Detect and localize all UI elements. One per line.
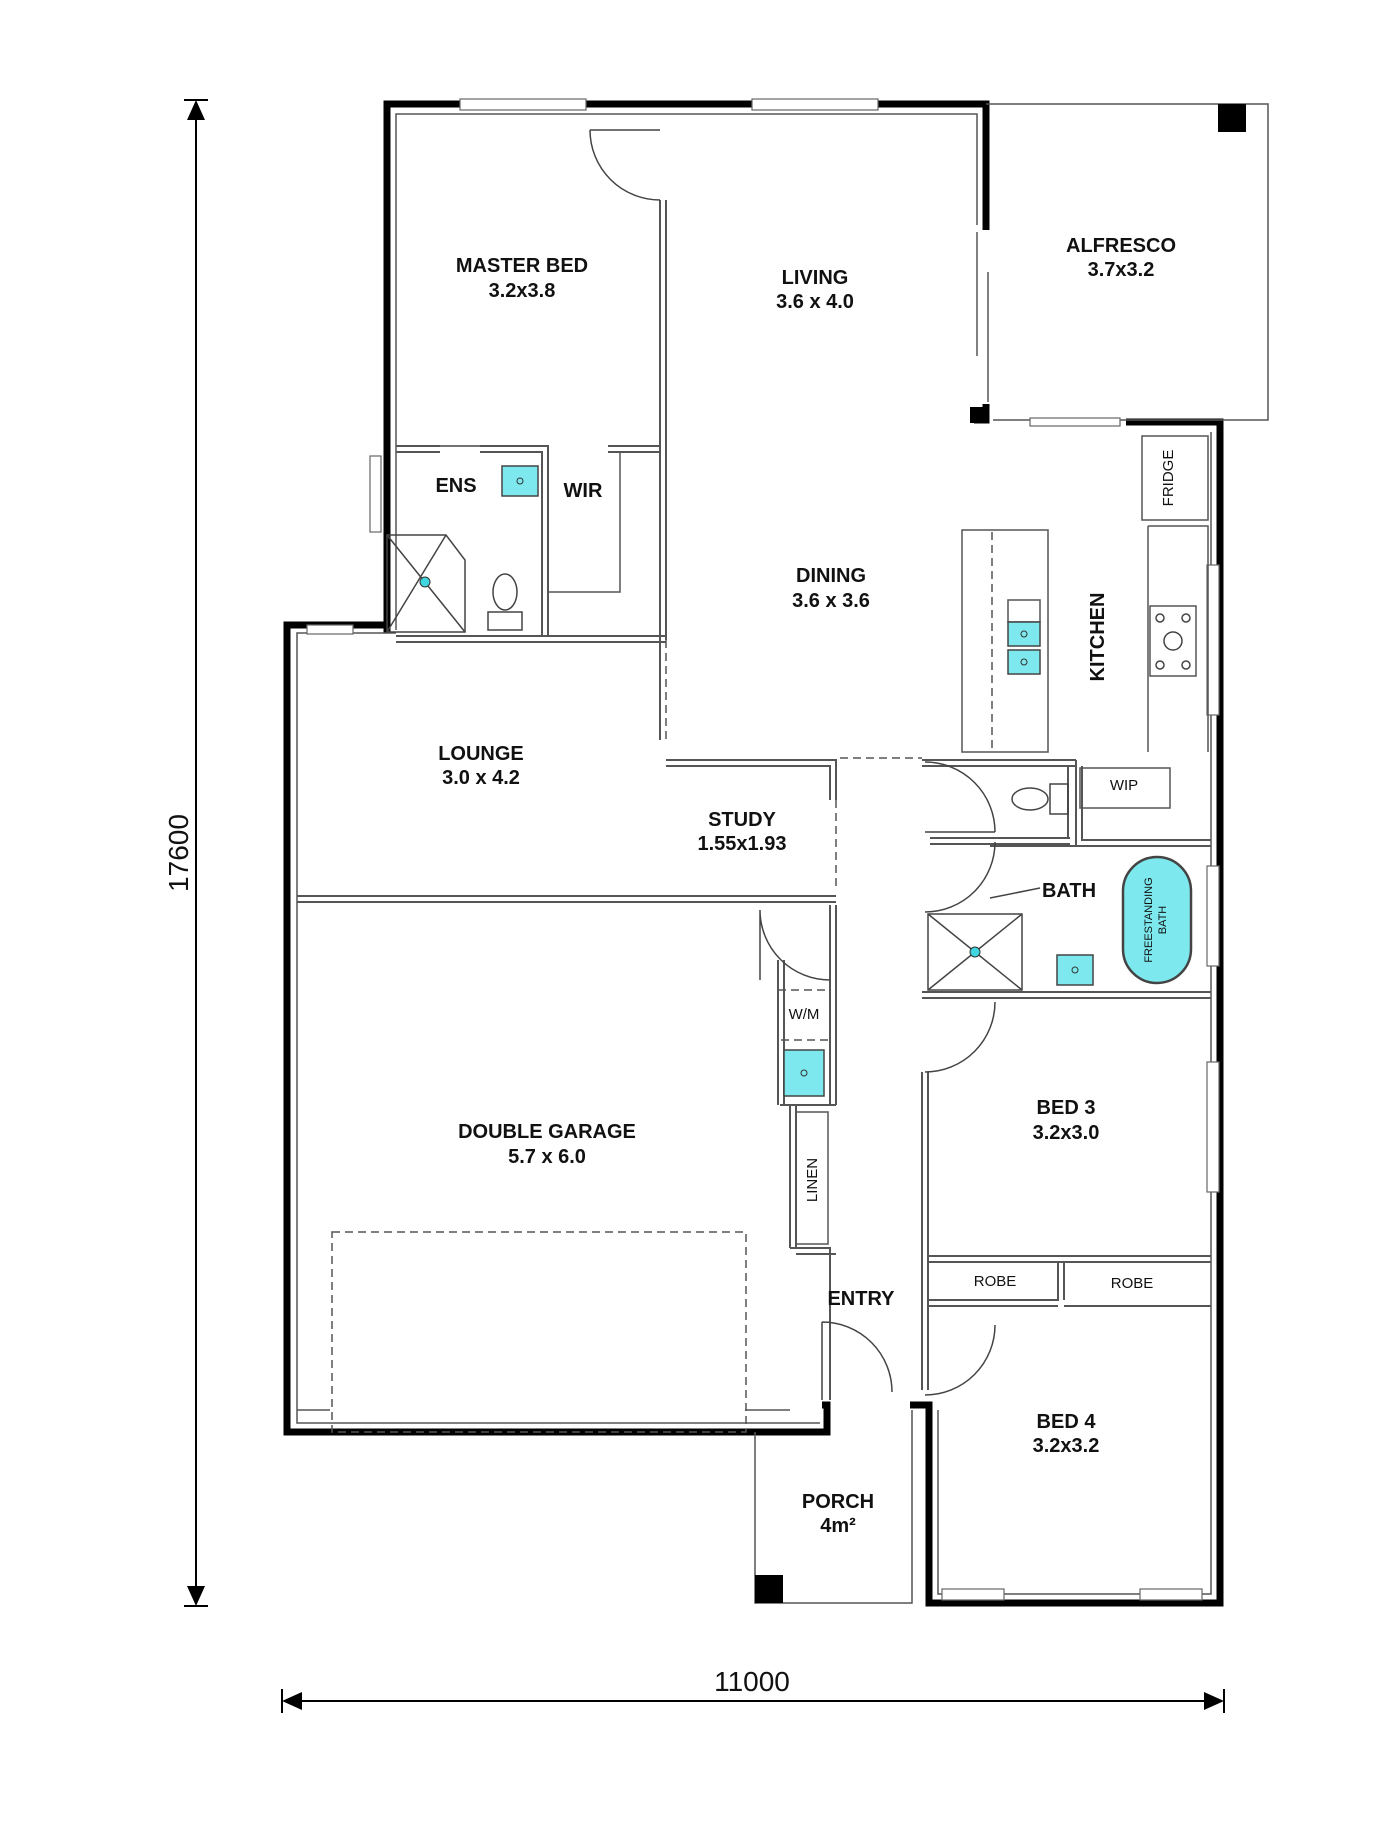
freestanding-bath-line1: FREESTANDING	[1143, 877, 1155, 962]
cooktop	[1149, 605, 1197, 677]
window-master-north	[459, 98, 587, 111]
dimension-depth: 17600	[163, 99, 208, 1607]
washing-machine	[777, 989, 831, 1041]
dining-size: 3.6 x 3.6	[792, 590, 870, 612]
entry-name: ENTRY	[827, 1288, 895, 1310]
alfresco-name: ALFRESCO	[1066, 235, 1176, 257]
kitchen-sink-1	[1007, 621, 1041, 647]
master-bed-name: MASTER BED	[456, 255, 588, 277]
garage-size: 5.7 x 6.0	[508, 1146, 586, 1168]
bath-shower	[927, 913, 1023, 991]
bed4-size: 3.2x3.2	[1033, 1435, 1100, 1457]
freestanding-bath-line2: BATH	[1157, 906, 1169, 935]
robe-bed3-label: ROBE	[974, 1273, 1017, 1290]
door-toilet	[924, 761, 996, 833]
bath-name: BATH	[1042, 880, 1096, 902]
window-bath-east	[1206, 865, 1220, 967]
lounge-size: 3.0 x 4.2	[442, 767, 520, 789]
exterior-wall-west	[283, 621, 831, 1436]
ens-shower	[386, 534, 466, 633]
window-ens-west	[369, 455, 382, 533]
wip-label: WIP	[1110, 777, 1138, 794]
exterior-walls	[283, 100, 1224, 1607]
bed3-size: 3.2x3.0	[1033, 1122, 1100, 1144]
alfresco-size: 3.7x3.2	[1088, 259, 1155, 281]
freestanding-bath	[1121, 855, 1193, 985]
door-bed3	[924, 1001, 996, 1073]
overall-width-label: 11000	[714, 1666, 790, 1697]
window-kitchen-north	[1029, 417, 1121, 427]
study-name: STUDY	[708, 809, 776, 831]
ens-name: ENS	[435, 475, 476, 497]
windows	[306, 98, 1220, 1601]
overall-depth-label: 17600	[163, 814, 194, 892]
window-bed4-south-b	[1139, 1588, 1203, 1601]
linen-label: LINEN	[804, 1158, 821, 1202]
window-living-north	[751, 98, 879, 111]
exterior-wall-east	[910, 418, 1224, 1607]
exterior-wall-north	[383, 100, 990, 633]
kitchen-name: KITCHEN	[1087, 593, 1109, 682]
alfresco-post	[1218, 104, 1246, 132]
fridge-label: FRIDGE	[1160, 450, 1177, 507]
living-name: LIVING	[782, 267, 849, 289]
door-master	[589, 129, 661, 201]
room-labels: MASTER BED 3.2x3.8 LIVING 3.6 x 4.0 ALFR…	[435, 235, 1177, 1537]
door-entry	[821, 1321, 893, 1400]
garage-door	[331, 1231, 747, 1433]
bed4-name: BED 4	[1037, 1411, 1097, 1433]
window-bed3-east	[1206, 1061, 1220, 1193]
bath-basin	[1056, 954, 1094, 986]
door-bed4	[924, 1324, 996, 1396]
porch-name: PORCH	[802, 1491, 874, 1513]
lounge-name: LOUNGE	[438, 743, 524, 765]
bed3-name: BED 3	[1037, 1097, 1096, 1119]
study-size: 1.55x1.93	[698, 833, 787, 855]
kitchen-sink-2	[1007, 649, 1041, 675]
toilet	[1011, 787, 1049, 811]
fixtures	[331, 465, 1197, 1433]
ens-toilet	[492, 573, 518, 611]
dining-name: DINING	[796, 565, 866, 587]
window-lounge-west	[306, 624, 354, 635]
wm-label: W/M	[789, 1006, 820, 1023]
window-kitchen-east	[1206, 564, 1220, 716]
laundry-tub	[783, 1049, 825, 1097]
alfresco	[970, 103, 1269, 423]
porch-size: 4m²	[820, 1515, 856, 1537]
garage-name: DOUBLE GARAGE	[458, 1121, 636, 1143]
robe-bed4-label: ROBE	[1111, 1275, 1154, 1292]
wir-name: WIR	[564, 480, 603, 502]
door-study-garage	[759, 909, 831, 981]
ens-basin	[501, 465, 539, 497]
linen-cupboard	[795, 1111, 829, 1245]
dimension-width: 11000	[281, 1666, 1225, 1713]
living-size: 3.6 x 4.0	[776, 291, 854, 313]
window-bed4-south-a	[941, 1588, 1005, 1601]
porch-post	[755, 1575, 783, 1603]
door-bath	[924, 841, 996, 913]
master-bed-size: 3.2x3.8	[489, 280, 556, 302]
doors	[440, 129, 996, 1400]
